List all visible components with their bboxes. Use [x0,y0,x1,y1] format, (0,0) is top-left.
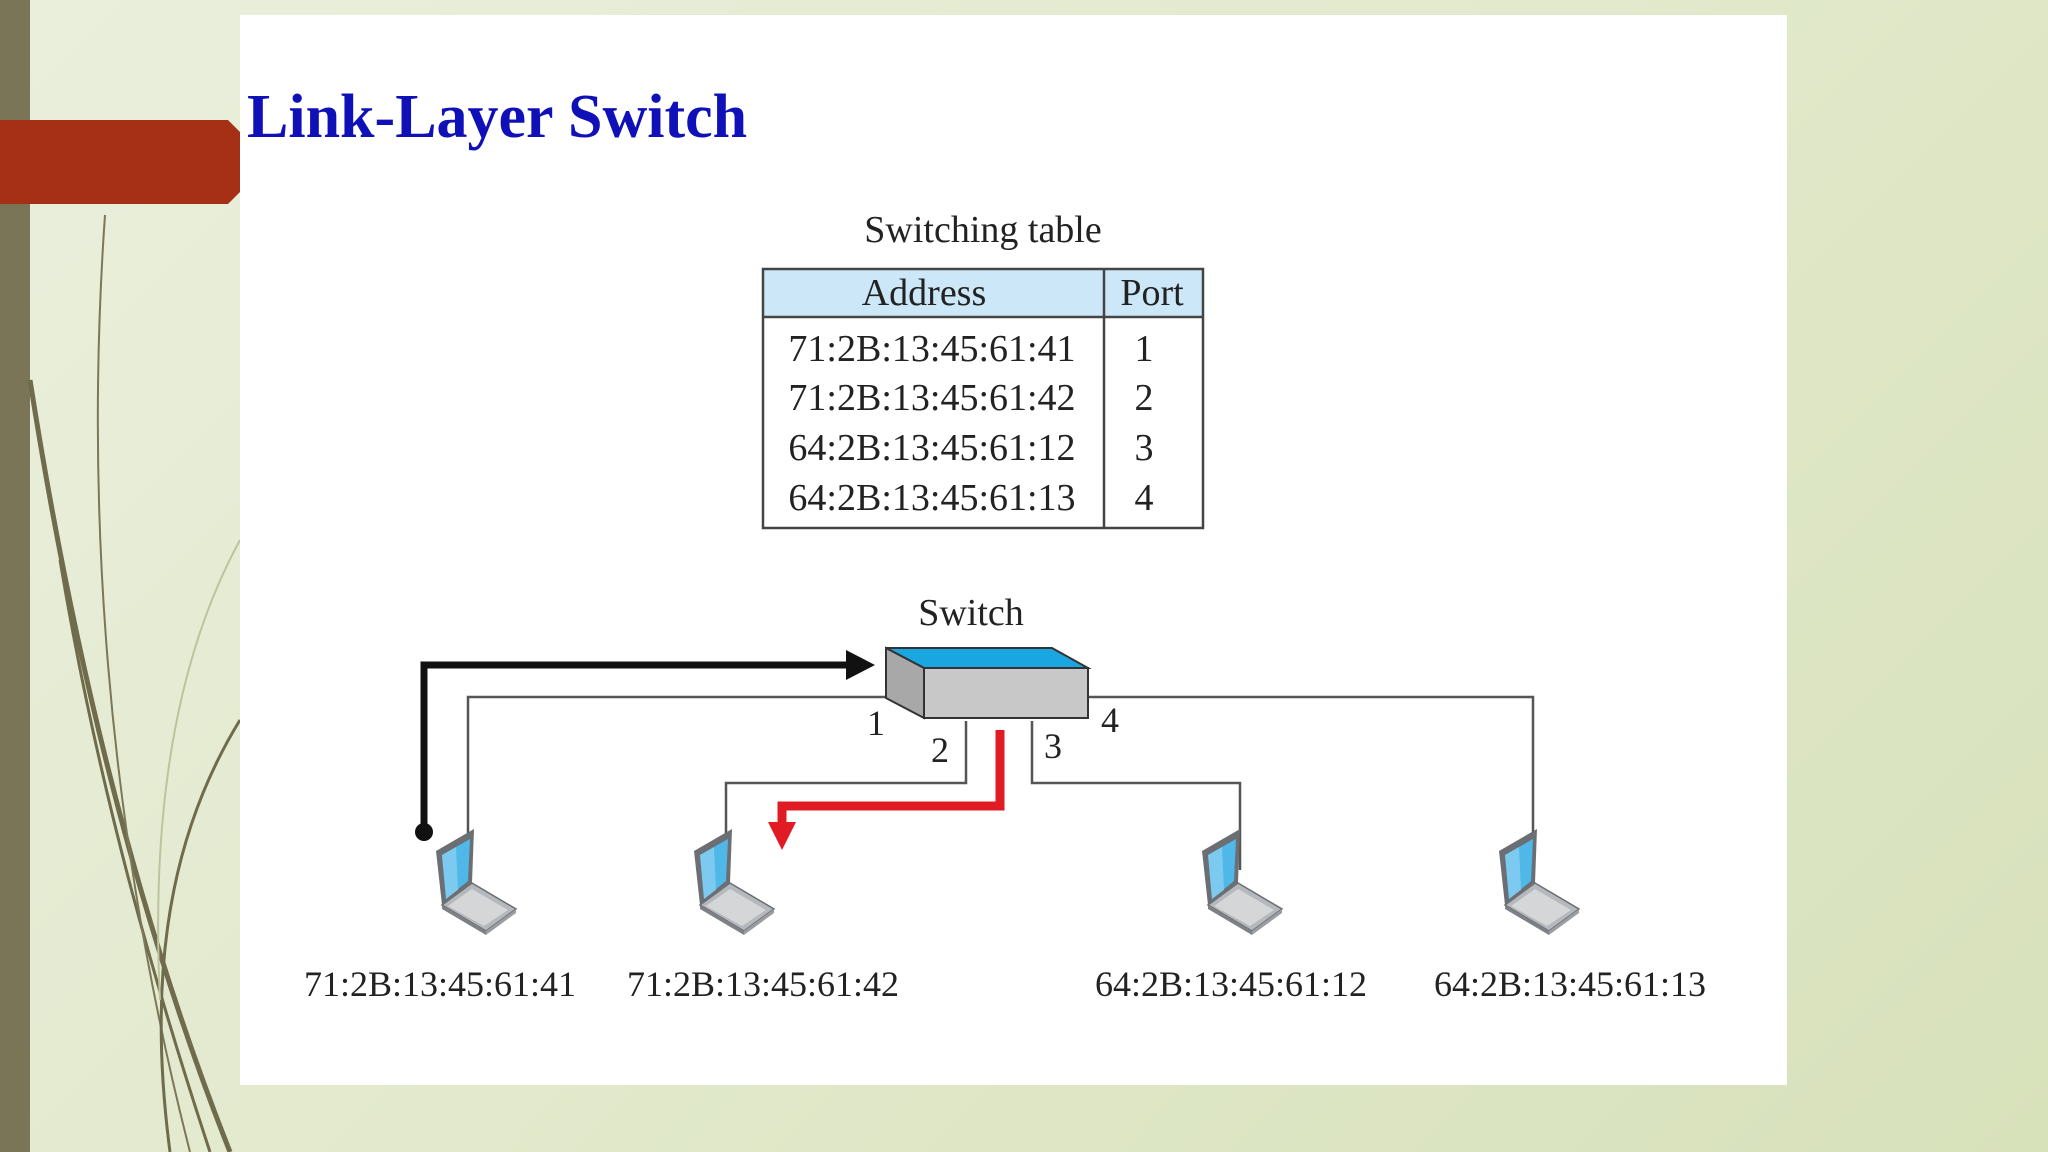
incoming-frame-arrow [415,650,875,841]
port-label-4: 4 [1101,700,1119,740]
laptop-icon [435,828,517,936]
host-address: 64:2B:13:45:61:12 [1095,964,1367,1004]
table-header-port: Port [1120,272,1184,314]
cable-port-2 [724,721,968,870]
table-cell-address: 64:2B:13:45:61:13 [788,477,1075,519]
table-cell-port: 4 [1135,477,1154,519]
table-caption: Switching table [864,209,1101,251]
port-label-1: 1 [867,703,885,743]
laptop-icon [1498,828,1580,936]
switch-icon [885,646,1092,720]
table-cell-address: 71:2B:13:45:61:42 [788,377,1075,419]
outgoing-frame-arrow [768,730,1005,850]
table-cell-address: 71:2B:13:45:61:41 [788,328,1075,370]
cable-port-1 [466,695,886,870]
table-header-address: Address [862,272,987,314]
port-label-3: 3 [1044,726,1062,766]
cable-port-3 [1030,721,1242,870]
host-address: 71:2B:13:45:61:42 [627,964,899,1004]
decorative-curves [27,214,242,1152]
table-header-row [763,269,1203,317]
slide-title: Link-Layer Switch [247,83,748,151]
host-address: 71:2B:13:45:61:41 [304,964,576,1004]
title-accent-tab [0,120,240,204]
laptop-icon [1201,828,1283,936]
switch-label: Switch [918,592,1024,634]
table-cell-port: 3 [1135,427,1154,469]
host-address: 64:2B:13:45:61:13 [1434,964,1706,1004]
table-cell-port: 2 [1135,377,1154,419]
laptop-icon [693,828,775,936]
table-cell-port: 1 [1135,328,1154,370]
switching-table [761,267,1205,530]
cable-port-4 [1088,695,1535,870]
port-label-2: 2 [931,730,949,770]
table-cell-address: 64:2B:13:45:61:12 [788,427,1075,469]
